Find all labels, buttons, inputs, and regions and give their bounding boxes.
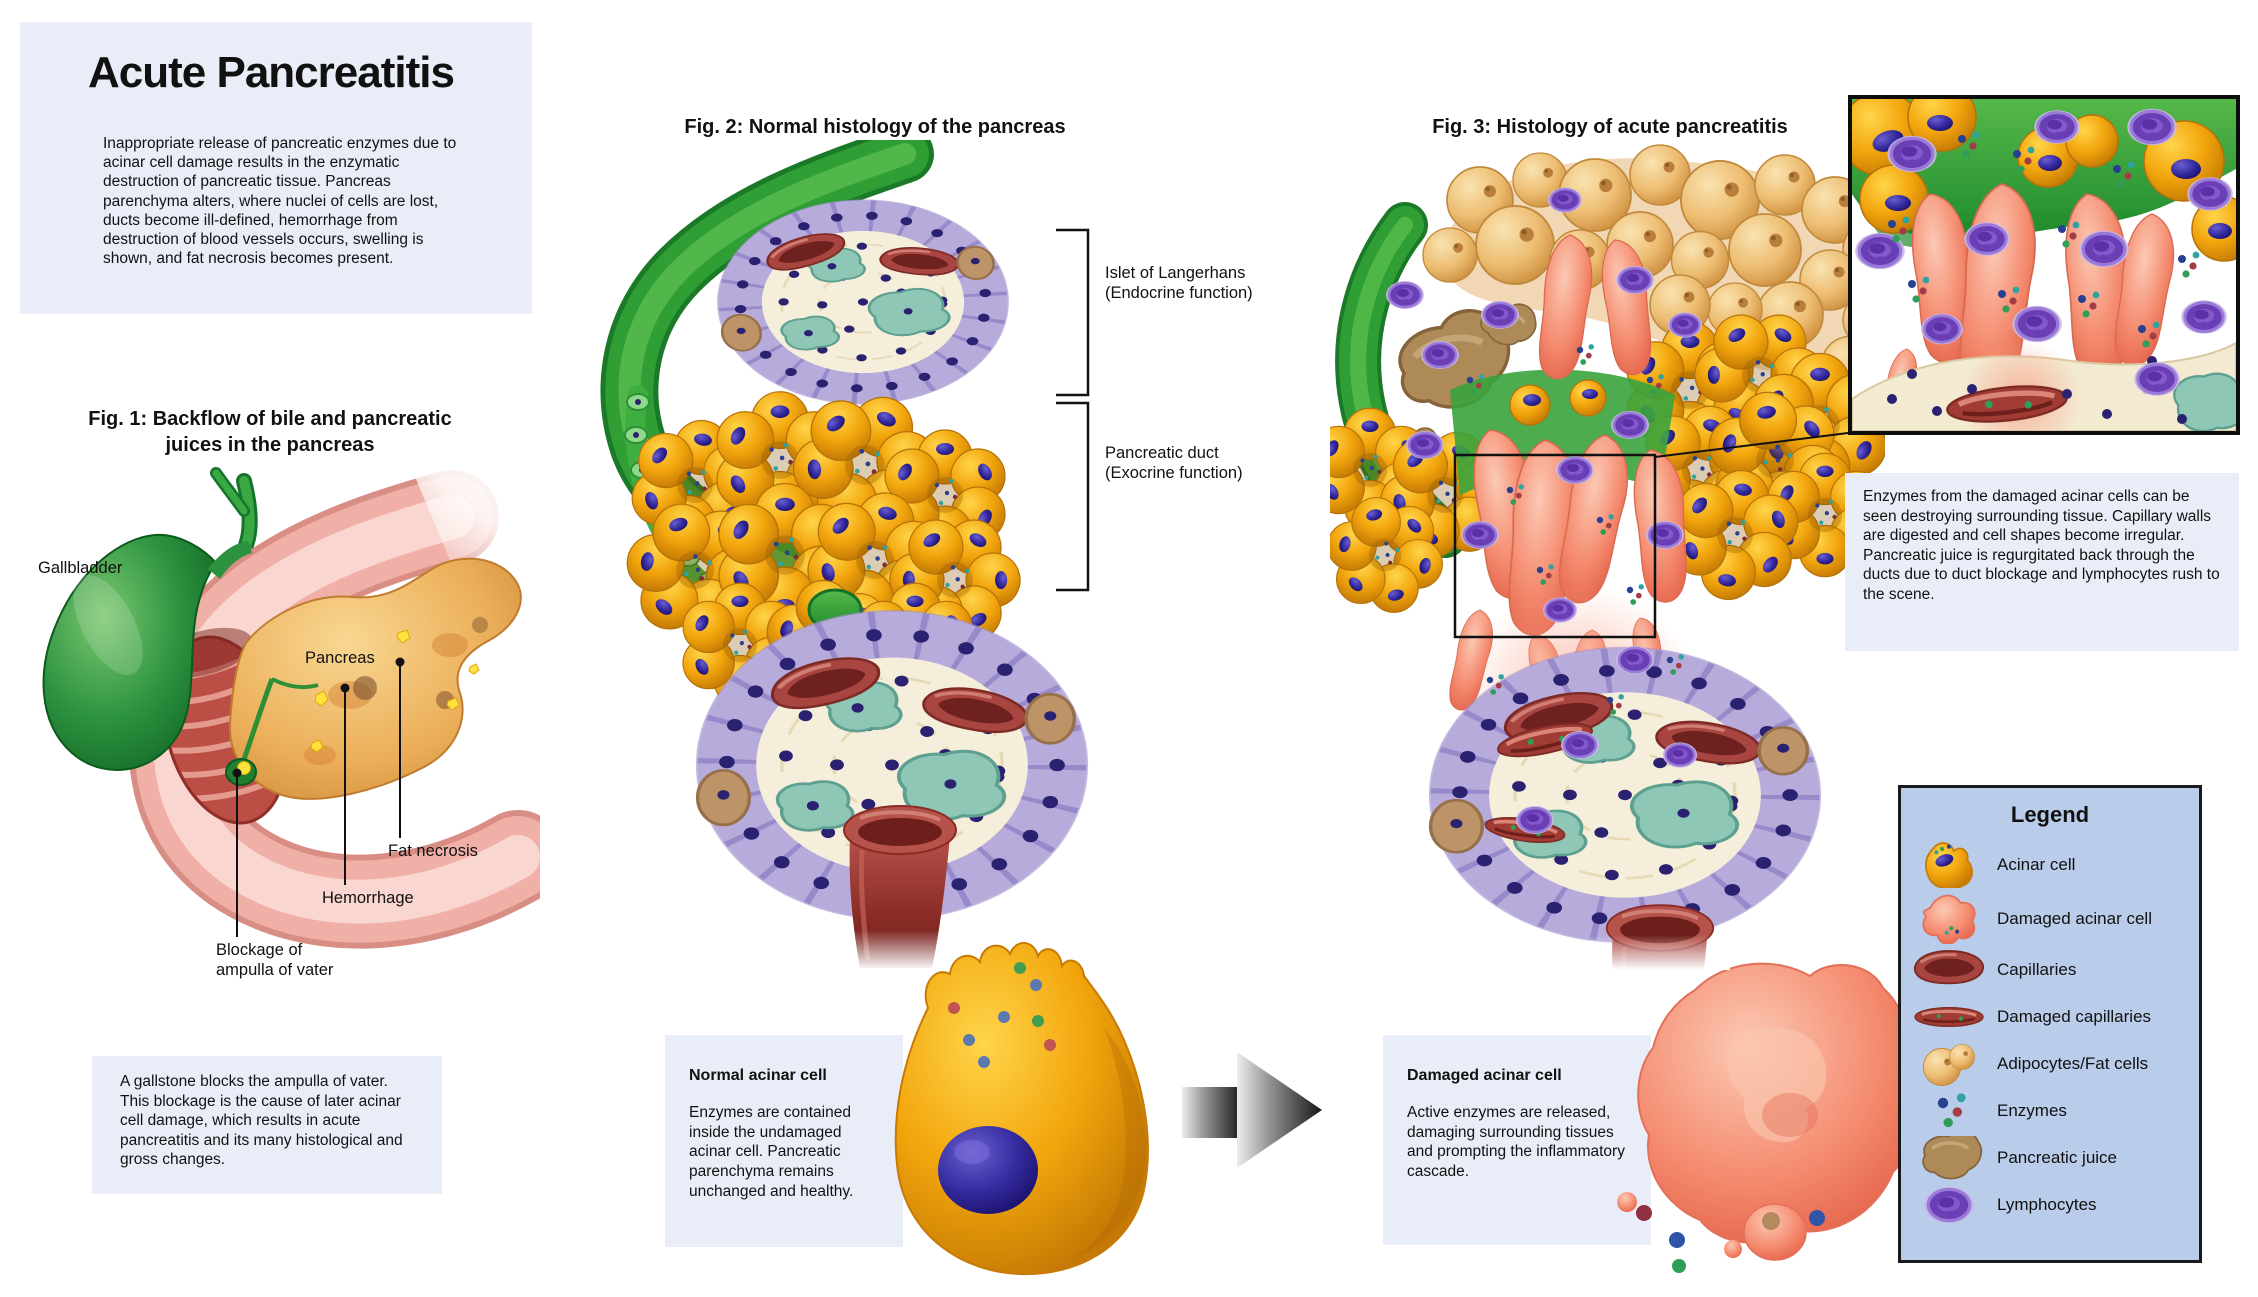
adipocyte-icon	[1901, 1041, 1997, 1087]
fig1-caption-text: A gallstone blocks the ampulla of vater.…	[120, 1073, 403, 1169]
fig1-title: Fig. 1: Backflow of bile and pancreatic …	[88, 408, 452, 456]
damaged-capillary-icon	[1901, 1001, 1997, 1033]
fig3-caption-text: Enzymes from the damaged acinar cells ca…	[1863, 488, 2220, 603]
transition-arrow	[1182, 1052, 1322, 1168]
duct-label-line1: Pancreatic duct	[1105, 444, 1219, 462]
legend-box: Legend Acinar cell Damaged acinar cell C…	[1898, 785, 2202, 1263]
normal-acinar-cell-box: Normal acinar cell Enzymes are contained…	[665, 1035, 903, 1247]
legend-item-enzymes: Enzymes	[1901, 1087, 2199, 1134]
released-fragments	[1617, 1192, 1825, 1273]
fig1-labels: Gallbladder Pancreas Hemorrhage Fat necr…	[38, 559, 478, 979]
enzymes-icon	[1901, 1089, 1997, 1133]
hemorrhage-label: Hemorrhage	[322, 889, 414, 907]
islet-label-line1: Islet of Langerhans	[1105, 264, 1245, 282]
title-box: Acute Pancreatitis Inappropriate release…	[20, 22, 532, 314]
zoom-connector-line	[1654, 432, 1849, 458]
gallbladder	[42, 533, 252, 771]
damaged-acinar-cell-icon	[1901, 894, 1997, 944]
poster-title: Acute Pancreatitis	[88, 48, 455, 97]
capillary-icon	[1901, 949, 1997, 990]
inset-islet-tissue	[1852, 339, 2236, 431]
legend-item-damaged-capillaries: Damaged capillaries	[1901, 993, 2199, 1040]
fig3-acinus-cross-section	[1431, 648, 1820, 942]
fig3-inset-frame	[1848, 95, 2240, 435]
legend-item-lymphocytes: Lymphocytes	[1901, 1181, 2199, 1228]
legend-item-capillaries: Capillaries	[1901, 946, 2199, 993]
damaged-acinar-cell-text: Active enzymes are released, damaging su…	[1407, 1104, 1625, 1181]
fig3-illustration	[1330, 144, 1885, 970]
fat-necrosis-flecks	[310, 629, 480, 753]
fig1-illustration: Gallbladder Pancreas Hemorrhage Fat necr…	[38, 465, 540, 979]
gallbladder-label: Gallbladder	[38, 559, 123, 577]
pancreas-label: Pancreas	[305, 649, 375, 667]
blockage-label-line2: ampulla of vater	[216, 961, 334, 979]
fig3-caption-box: Enzymes from the damaged acinar cells ca…	[1845, 473, 2239, 651]
legend-title: Legend	[2010, 802, 2090, 827]
damaged-cell-region	[1444, 232, 1695, 734]
legend-item-damaged-acinar-cell: Damaged acinar cell	[1901, 892, 2199, 946]
duct-label-line2: (Exocrine function)	[1105, 464, 1243, 482]
fat-necrosis-label: Fat necrosis	[388, 842, 478, 860]
fig2-title: Fig. 2: Normal histology of the pancreas	[684, 116, 1066, 138]
legend-item-pancreatic-juice: Pancreatic juice	[1901, 1134, 2199, 1181]
acinus-cross-section	[698, 611, 1087, 970]
fig2-illustration: Islet of Langerhans (Endocrine function)…	[600, 140, 1253, 970]
enzyme-granules	[948, 962, 1056, 1068]
normal-acinar-cell-text: Enzymes are contained inside the undamag…	[689, 1104, 854, 1200]
damaged-acinar-cell-heading: Damaged acinar cell	[1407, 1067, 1562, 1084]
islet-label-line2: (Endocrine function)	[1105, 284, 1253, 302]
lymphocyte-icon	[1901, 1184, 1997, 1225]
normal-acinar-cell-illustration	[894, 942, 1149, 1276]
legend-item-acinar-cell: Acinar cell	[1901, 838, 2199, 892]
duct-bracket	[1056, 401, 1090, 592]
fig3-inset-illustration	[1852, 99, 2236, 431]
damaged-acinar-cell-illustration	[1617, 962, 1916, 1273]
pancreas	[228, 557, 522, 800]
acinar-cell-icon	[1901, 842, 1997, 888]
nucleus	[938, 1126, 1038, 1214]
fig3-title: Fig. 3: Histology of acute pancreatitis	[1432, 116, 1788, 138]
poster-intro-text: Inappropriate release of pancreatic enzy…	[103, 135, 457, 268]
islet-bracket	[1056, 228, 1090, 397]
damaged-acinar-cell-box: Damaged acinar cell Active enzymes are r…	[1383, 1035, 1651, 1245]
blockage-label-line1: Blockage of	[216, 941, 303, 959]
normal-acinar-cell-heading: Normal acinar cell	[689, 1067, 827, 1084]
pancreatic-juice-icon	[1901, 1135, 1997, 1180]
zoom-source-rect	[1453, 453, 1657, 639]
fig1-caption-box: A gallstone blocks the ampulla of vater.…	[92, 1056, 442, 1194]
legend-item-adipocytes: Adipocytes/Fat cells	[1901, 1040, 2199, 1087]
